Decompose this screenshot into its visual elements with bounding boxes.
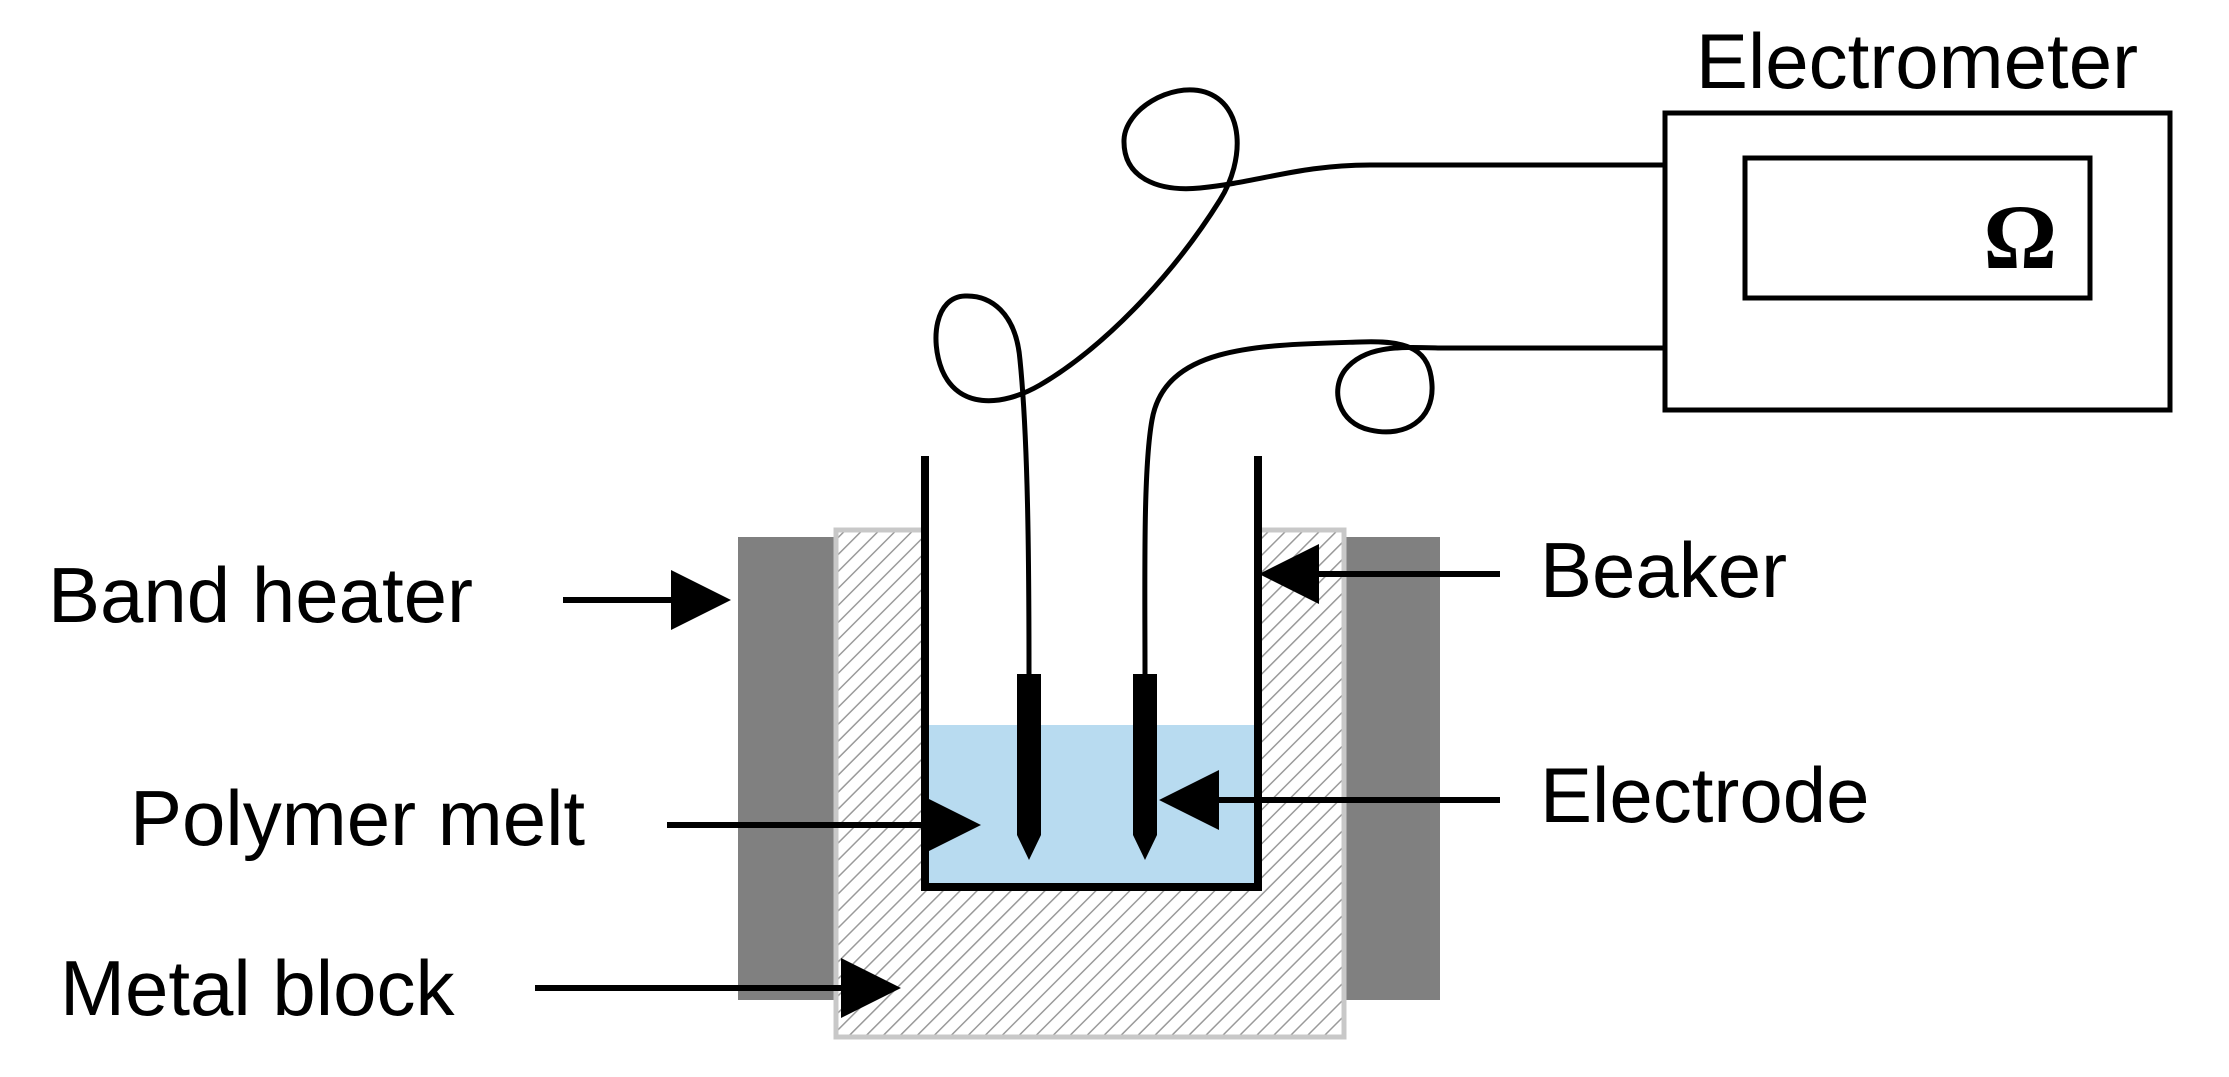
electrode-right — [1133, 674, 1157, 860]
polymer-melt — [925, 725, 1258, 887]
metal-block-label: Metal block — [60, 944, 455, 1032]
electrometer-display — [1742, 155, 2093, 301]
band-heater-left — [738, 537, 836, 1000]
wire-right — [1142, 339, 1665, 675]
wire-left — [933, 87, 1665, 675]
beaker-interior — [925, 456, 1258, 725]
electrometer-label: Electrometer — [1696, 17, 2138, 105]
electrode-label: Electrode — [1540, 751, 1870, 839]
beaker-label: Beaker — [1540, 526, 1787, 614]
ohm-symbol: Ω — [1983, 186, 2057, 288]
band-heater-right — [1342, 537, 1440, 1000]
beaker — [921, 456, 1262, 891]
polymer-melt-label: Polymer melt — [130, 774, 585, 862]
electrode-left — [1017, 674, 1041, 860]
band-heater-label: Band heater — [48, 551, 473, 639]
